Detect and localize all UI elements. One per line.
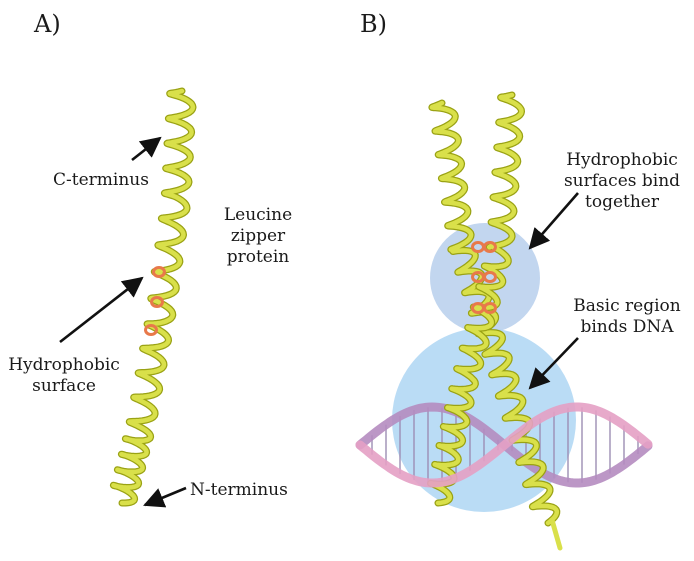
panel-a-label: A) — [34, 10, 61, 38]
c-terminus-arrow — [132, 138, 160, 160]
panel-b-label: B) — [360, 10, 387, 38]
n-terminus-arrow — [145, 488, 186, 505]
n-terminus-label: N-terminus — [190, 480, 288, 501]
hydrophobic-surface-arrow — [60, 278, 142, 342]
surfaces-bind-together-label: Hydrophobic surfaces bind together — [552, 150, 692, 213]
c-terminus-label: C-terminus — [53, 170, 149, 191]
basic-region-binds-dna-label: Basic region binds DNA — [566, 296, 688, 338]
helix-b-tail — [552, 520, 560, 548]
hydrophobic-surface-label: Hydrophobic surface — [4, 355, 124, 397]
leucine-zipper-protein-label: Leucine zipper protein — [208, 205, 308, 268]
